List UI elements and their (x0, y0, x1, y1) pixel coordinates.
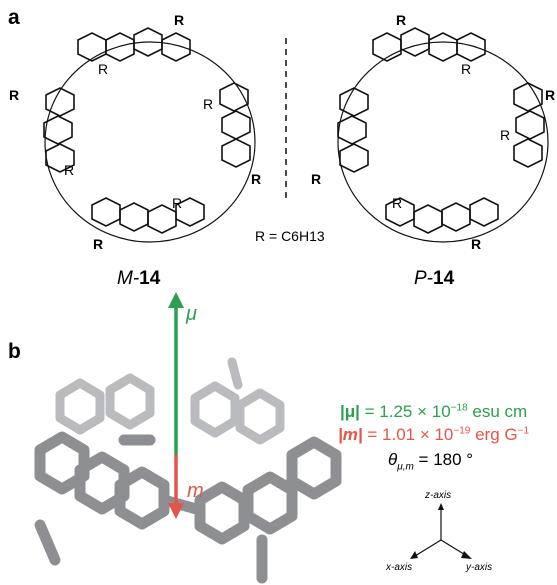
magnetic-dipole-value: |m| = 1.01 × 10−19 erg G−1 (338, 425, 530, 444)
y-axis-label: y-axis (466, 562, 493, 573)
tube-model (34, 357, 342, 584)
p14-structure (337, 27, 549, 243)
z-axis-label: z-axis (425, 490, 452, 501)
m14-structure (43, 27, 256, 243)
r-label-m-inner-right: R (203, 96, 214, 112)
compound-name-p14: P-14 (414, 268, 455, 289)
r-label-p-inner-bottom: R (392, 195, 403, 211)
r-label-m-left: R (9, 87, 20, 103)
r-label-p-left: R (311, 171, 322, 187)
angle-value: θμ,m = 180 ° (388, 450, 474, 473)
compound-name-m14: M-14 (117, 268, 161, 289)
x-axis-label: x-axis (386, 562, 413, 573)
r-label-p-inner-top: R (461, 61, 472, 77)
m-arrow (168, 455, 184, 519)
r-label-p-right: R (545, 87, 556, 103)
r-label-m-inner-left: R (64, 162, 75, 178)
r-label-m-inner-bottom: R (172, 195, 183, 211)
panel-a-label: a (8, 6, 20, 29)
r-definition: R = C6H13 (255, 228, 325, 244)
m-label: m (187, 480, 204, 502)
axes-icon (410, 503, 472, 559)
electric-dipole-value: |μ| = 1.25 × 10−18 esu cm (340, 402, 528, 421)
r-label-p-inner-right: R (500, 127, 511, 143)
mu-arrow (168, 292, 184, 455)
r-label-p-top: R (396, 12, 407, 28)
r-label-p-bottom: R (471, 236, 482, 252)
panel-b-label: b (8, 340, 21, 363)
mu-label: μ (186, 303, 197, 325)
r-label-m-bottom: R (93, 236, 104, 252)
r-label-m-right: R (251, 171, 262, 187)
r-label-m-top: R (174, 12, 185, 28)
r-label-m-inner-top: R (98, 61, 109, 77)
